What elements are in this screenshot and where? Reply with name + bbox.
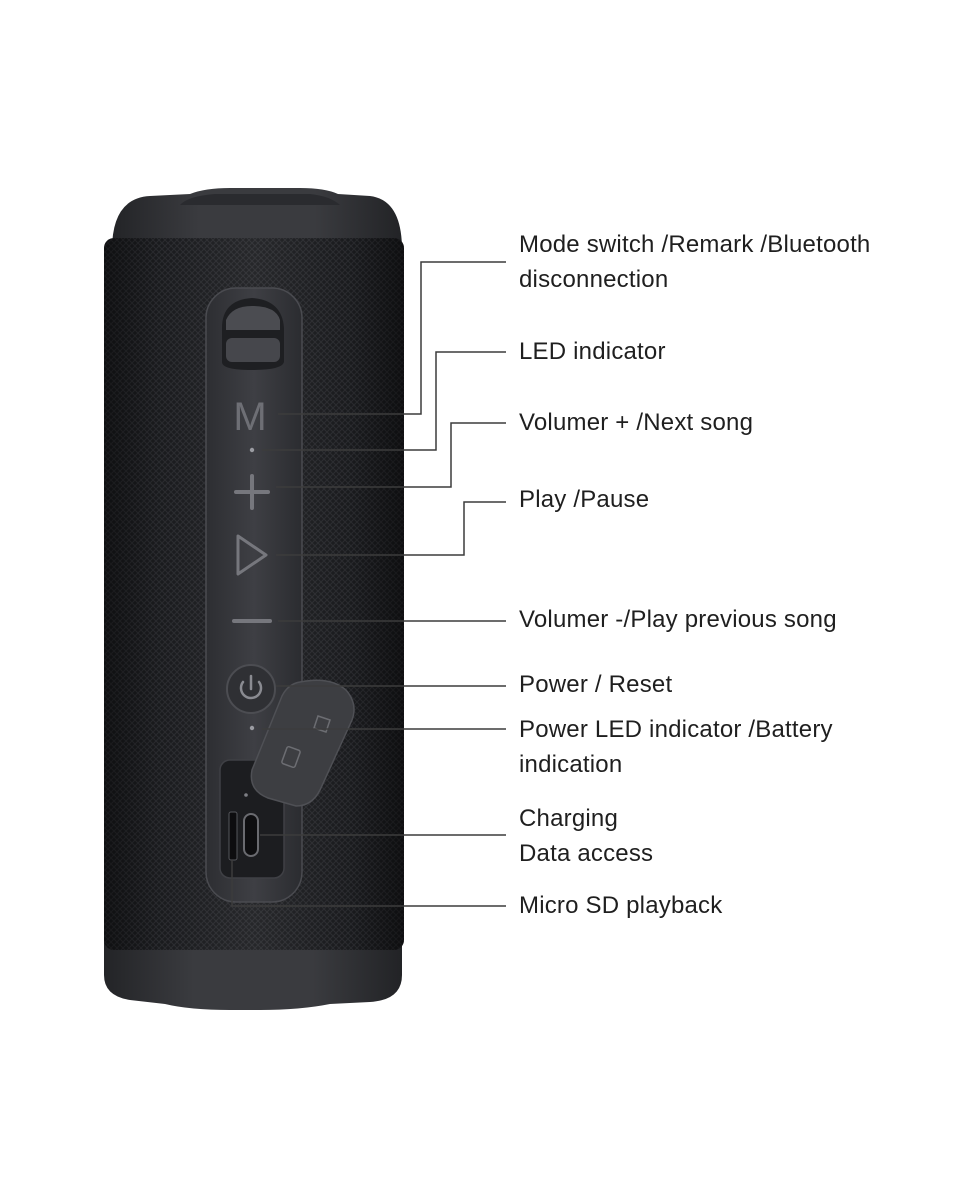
label-led-indicator: LED indicator (519, 338, 666, 365)
usb-c-port[interactable] (243, 813, 259, 857)
leader-mode (278, 261, 506, 415)
label-micro-sd: Micro SD playback (519, 892, 723, 919)
leader-volume-up (276, 422, 506, 488)
power-button[interactable] (226, 664, 276, 714)
leader-lines (231, 261, 506, 907)
strap-loop (222, 298, 284, 370)
bottom-cap (104, 940, 402, 1010)
leader-micro-sd (231, 860, 506, 907)
label-power: Power / Reset (519, 671, 673, 698)
label-volume-up: Volumer + /Next song (519, 409, 754, 436)
led-indicator-dot (249, 447, 255, 453)
port-cover-flap[interactable] (250, 679, 355, 807)
play-pause-button[interactable] (236, 534, 268, 576)
label-power-led: Power LED indicator /Battery indication (519, 716, 833, 778)
label-play-pause: Play /Pause (519, 486, 650, 513)
volume-up-button[interactable] (234, 474, 270, 510)
mode-button-icon[interactable]: M (233, 395, 266, 439)
label-volume-down: Volumer -/Play previous song (519, 606, 837, 633)
top-cap (112, 188, 402, 250)
label-mode-switch: Mode switch /Remark /Bluetooth disconnec… (519, 231, 871, 293)
label-charging: Charging Data access (519, 805, 654, 867)
leader-led (262, 351, 506, 451)
leader-play (276, 501, 506, 556)
micro-sd-slot[interactable] (228, 811, 238, 861)
power-led-dot (249, 725, 255, 731)
